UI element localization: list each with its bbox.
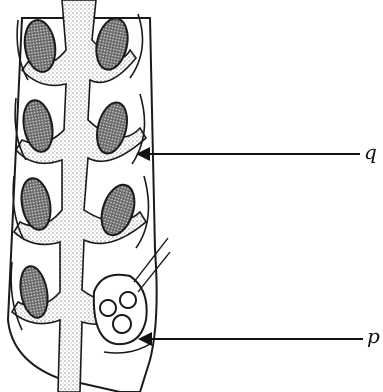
ovule	[113, 315, 131, 333]
label-p: p	[367, 326, 380, 346]
ovule	[100, 300, 116, 316]
ovule	[120, 292, 136, 308]
label-q: q	[364, 142, 377, 162]
